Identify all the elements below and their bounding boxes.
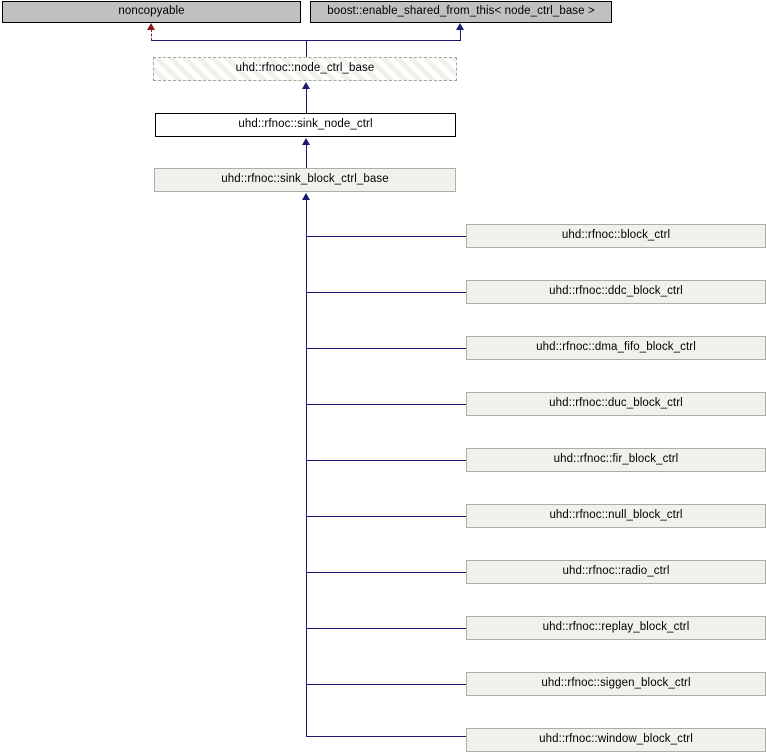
class-node-label: uhd::rfnoc::block_ctrl: [561, 229, 671, 242]
class-node-noncopyable[interactable]: noncopyable: [2, 1, 301, 23]
edge-node-ctrl-base-to-sink-node-ctrl: [306, 88, 307, 113]
class-node-label: uhd::rfnoc::fir_block_ctrl: [553, 453, 679, 466]
class-node-null-block-ctrl[interactable]: uhd::rfnoc::null_block_ctrl: [466, 504, 766, 528]
edge-branch-ddc-block-ctrl: [306, 292, 467, 293]
arrowhead-noncopyable: [147, 23, 155, 30]
edge-branch-radio-ctrl: [306, 572, 467, 573]
class-node-block-ctrl[interactable]: uhd::rfnoc::block_ctrl: [466, 224, 766, 248]
arrowhead-sink-node-ctrl: [302, 138, 310, 145]
class-node-label: uhd::rfnoc::dma_fifo_block_ctrl: [536, 341, 696, 354]
class-node-label: uhd::rfnoc::siggen_block_ctrl: [541, 677, 691, 690]
class-node-label: uhd::rfnoc::replay_block_ctrl: [542, 621, 690, 634]
arrowhead-node-ctrl-base: [302, 82, 310, 89]
edge-branch-siggen-block-ctrl: [306, 684, 467, 685]
class-node-label: uhd::rfnoc::ddc_block_ctrl: [549, 285, 683, 298]
class-node-enable-shared-from-this[interactable]: boost::enable_shared_from_this< node_ctr…: [310, 1, 612, 23]
arrowhead-sink-block-ctrl-base: [302, 193, 310, 200]
class-node-dma-fifo-block-ctrl[interactable]: uhd::rfnoc::dma_fifo_block_ctrl: [466, 336, 766, 360]
edge-branch-window-block-ctrl: [306, 736, 467, 737]
class-node-label: uhd::rfnoc::sink_block_ctrl_base: [221, 173, 389, 186]
class-node-label: noncopyable: [118, 5, 185, 18]
class-node-radio-ctrl[interactable]: uhd::rfnoc::radio_ctrl: [466, 560, 766, 584]
edge-sink-node-ctrl-to-sink-block-ctrl-base: [306, 144, 307, 168]
class-node-label: uhd::rfnoc::node_ctrl_base: [235, 62, 375, 75]
class-node-sink-node-ctrl[interactable]: uhd::rfnoc::sink_node_ctrl: [155, 113, 456, 137]
class-node-label: uhd::rfnoc::window_block_ctrl: [539, 733, 693, 746]
class-node-duc-block-ctrl[interactable]: uhd::rfnoc::duc_block_ctrl: [466, 392, 766, 416]
edge-branch-null-block-ctrl: [306, 516, 467, 517]
class-node-label: boost::enable_shared_from_this< node_ctr…: [327, 5, 595, 18]
class-node-siggen-block-ctrl[interactable]: uhd::rfnoc::siggen_block_ctrl: [466, 672, 766, 696]
class-node-ddc-block-ctrl[interactable]: uhd::rfnoc::ddc_block_ctrl: [466, 280, 766, 304]
class-node-window-block-ctrl[interactable]: uhd::rfnoc::window_block_ctrl: [466, 728, 766, 752]
edge-branch-dma-fifo-block-ctrl: [306, 348, 467, 349]
edge-branch-fir-block-ctrl: [306, 460, 467, 461]
edge-branch-block-ctrl: [306, 236, 467, 237]
class-node-label: uhd::rfnoc::null_block_ctrl: [549, 509, 683, 522]
class-node-label: uhd::rfnoc::duc_block_ctrl: [549, 397, 683, 410]
edge-bus-to-node-ctrl-base: [306, 40, 307, 57]
arrowhead-enable-shared: [456, 23, 464, 30]
class-node-replay-block-ctrl[interactable]: uhd::rfnoc::replay_block_ctrl: [466, 616, 766, 640]
class-node-sink-block-ctrl-base[interactable]: uhd::rfnoc::sink_block_ctrl_base: [154, 168, 456, 192]
edge-derived-trunk: [306, 199, 307, 736]
edge-branch-duc-block-ctrl: [306, 404, 467, 405]
class-node-fir-block-ctrl[interactable]: uhd::rfnoc::fir_block_ctrl: [466, 448, 766, 472]
edge-noncopyable-riser: [151, 29, 152, 41]
class-node-node-ctrl-base[interactable]: uhd::rfnoc::node_ctrl_base: [153, 57, 457, 81]
edge-enable-shared-riser: [460, 29, 461, 41]
class-node-label: uhd::rfnoc::radio_ctrl: [562, 565, 670, 578]
edge-branch-replay-block-ctrl: [306, 628, 467, 629]
class-node-label: uhd::rfnoc::sink_node_ctrl: [238, 118, 373, 131]
